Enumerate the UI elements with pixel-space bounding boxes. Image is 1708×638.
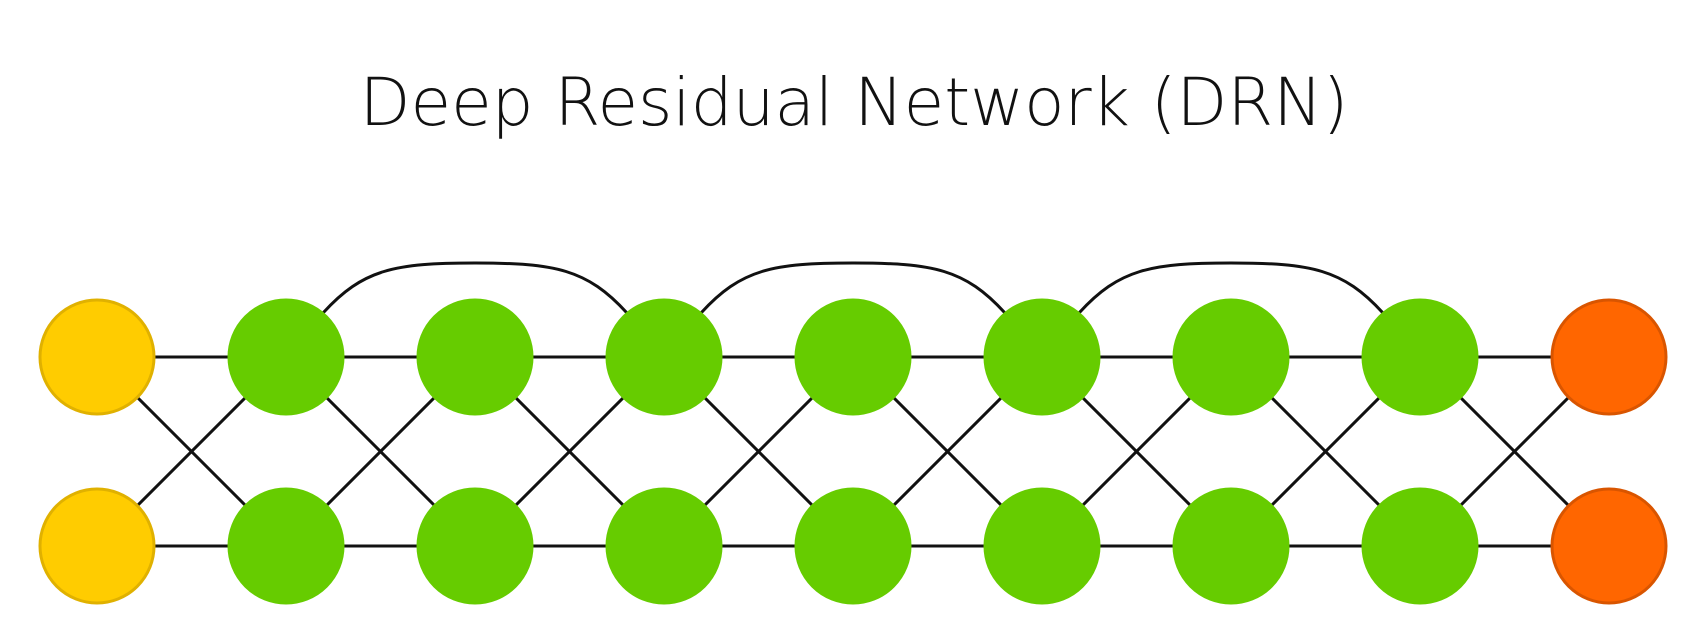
skip-connection-5-to-7 [1077, 261, 1385, 315]
hidden-node-layer2-row1 [416, 487, 534, 605]
skip-connections-layer [321, 261, 1385, 315]
hidden-node-layer7-row0 [1361, 298, 1479, 416]
hidden-node-layer4-row0 [794, 298, 912, 416]
nodes-layer [38, 298, 1668, 605]
output-node-layer8-row0 [1550, 298, 1668, 416]
hidden-node-layer1-row1 [227, 487, 345, 605]
hidden-node-layer5-row1 [983, 487, 1101, 605]
hidden-node-layer4-row1 [794, 487, 912, 605]
hidden-node-layer5-row0 [983, 298, 1101, 416]
hidden-node-layer3-row1 [605, 487, 723, 605]
hidden-node-layer2-row0 [416, 298, 534, 416]
hidden-node-layer1-row0 [227, 298, 345, 416]
hidden-node-layer6-row0 [1172, 298, 1290, 416]
skip-connection-1-to-3 [321, 261, 629, 315]
output-node-layer8-row1 [1550, 487, 1668, 605]
diagram-title: Deep Residual Network (DRN) [359, 64, 1349, 141]
input-node-layer0-row1 [38, 487, 156, 605]
hidden-node-layer3-row0 [605, 298, 723, 416]
input-node-layer0-row0 [38, 298, 156, 416]
skip-connection-3-to-5 [699, 261, 1007, 315]
hidden-node-layer7-row1 [1361, 487, 1479, 605]
hidden-node-layer6-row1 [1172, 487, 1290, 605]
